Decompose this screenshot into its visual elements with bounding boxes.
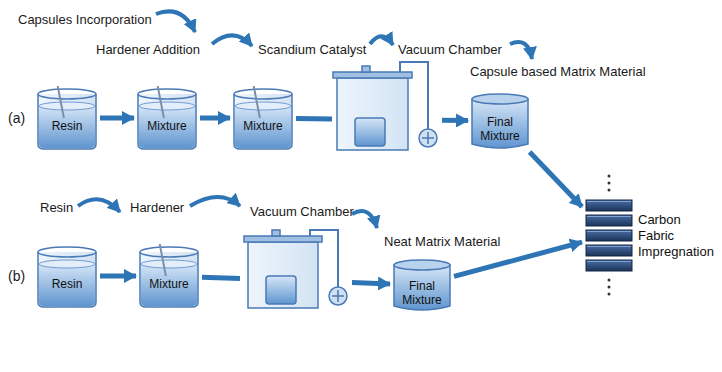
node-label: Final Mixture <box>474 115 526 143</box>
carbon-fabric-stack: Carbon Fabric Impregnation <box>584 170 720 300</box>
curved-arrow <box>78 11 532 228</box>
flow-arrow <box>296 118 468 120</box>
vessel-shape <box>232 86 294 150</box>
step-label: Hardener <box>130 200 184 216</box>
vessel-shape <box>136 86 198 150</box>
step-label: Vacuum Chamber <box>398 42 502 58</box>
step-label: Neat Matrix Material <box>384 234 500 250</box>
matrix-container: Final Mixture <box>470 92 530 150</box>
panel-label: (a) <box>8 110 25 126</box>
flow-arrow <box>530 152 582 207</box>
node-label: Resin <box>52 277 83 291</box>
step-label: Vacuum Chamber <box>250 204 354 220</box>
flow-arrow <box>200 116 230 121</box>
vessel-shape <box>36 86 98 150</box>
step-label: Capsule based Matrix Material <box>470 64 646 80</box>
step-label: Scandium Catalyst <box>258 42 366 58</box>
flow-arrow <box>202 277 390 284</box>
step-label: Resin <box>40 200 73 216</box>
beaker-node: Resin <box>36 86 98 150</box>
node-label: Mixture <box>147 119 186 133</box>
node-label: Mixture <box>149 277 188 291</box>
node-label: Final Mixture <box>396 279 448 307</box>
beaker-node: Mixture <box>232 86 294 150</box>
panel-label: (b) <box>8 268 25 284</box>
beaker-node: Resin <box>36 244 98 308</box>
beaker-node: Mixture <box>138 244 200 308</box>
flow-arrow <box>100 116 134 121</box>
vessel-shape <box>138 244 200 308</box>
node-label: Mixture <box>243 119 282 133</box>
flow-arrow <box>100 274 136 279</box>
vessel-shape <box>36 244 98 308</box>
step-label: Capsules Incorporation <box>18 12 152 28</box>
beaker-node: Mixture <box>136 86 198 150</box>
node-label: Carbon Fabric Impregnation <box>638 212 718 260</box>
fabric-layers <box>584 170 634 300</box>
matrix-container: Final Mixture <box>392 258 452 312</box>
step-label: Hardener Addition <box>96 42 200 58</box>
node-label: Resin <box>52 119 83 133</box>
